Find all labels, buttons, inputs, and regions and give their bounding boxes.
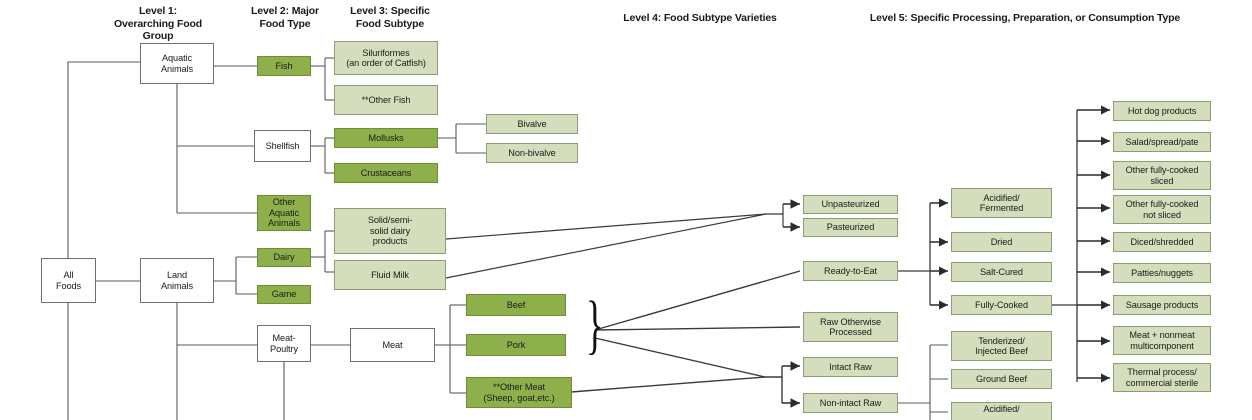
node-fully-cooked[interactable]: Fully-Cooked [951,295,1052,315]
node-pasteurized[interactable]: Pasteurized [803,218,898,237]
node-unpasteurized[interactable]: Unpasteurized [803,195,898,214]
node-thermal-process-commercial-sterile[interactable]: Thermal process/ commercial sterile [1113,363,1211,392]
node-shellfish[interactable]: Shellfish [254,130,311,162]
node-diced-shredded[interactable]: Diced/shredded [1113,232,1211,252]
node-salad-spread-pate[interactable]: Salad/spread/pate [1113,132,1211,152]
node-bivalve[interactable]: Bivalve [486,114,578,134]
node-raw-otherwise-processed[interactable]: Raw Otherwise Processed [803,312,898,342]
node-ready-to-eat[interactable]: Ready-to-Eat [803,261,898,281]
node-patties-nuggets[interactable]: Patties/nuggets [1113,263,1211,283]
node-acidified-fermented[interactable]: Acidified/ Fermented [951,188,1052,218]
node-other-meat[interactable]: **Other Meat (Sheep, goat,etc.) [466,377,572,408]
node-non-intact-raw[interactable]: Non-intact Raw [803,393,898,413]
node-siluriformes[interactable]: Siluriformes (an order of Catfish) [334,41,438,75]
node-other-fish[interactable]: **Other Fish [334,85,438,115]
node-acidified-bottom[interactable]: Acidified/ [951,402,1052,420]
node-non-bivalve[interactable]: Non-bivalve [486,143,578,163]
node-pork[interactable]: Pork [466,334,566,356]
meat-grouping-brace: } [586,288,604,361]
node-meat-nonmeat-multicomponent[interactable]: Meat + nonmeat multicomponent [1113,326,1211,355]
header-level3: Level 3: Specific Food Subtype [350,5,430,30]
node-other-aquatic-animals[interactable]: Other Aquatic Animals [257,195,311,231]
header-level5: Level 5: Specific Processing, Preparatio… [869,12,1181,24]
node-fish[interactable]: Fish [257,56,311,76]
node-fluid-milk[interactable]: Fluid Milk [334,260,446,290]
node-meat-poultry[interactable]: Meat- Poultry [257,325,311,362]
node-ground-beef[interactable]: Ground Beef [951,369,1052,389]
node-other-fully-cooked-not-sliced[interactable]: Other fully-cooked not sliced [1113,195,1211,224]
node-land-animals[interactable]: Land Animals [140,258,214,303]
header-level2: Level 2: Major Food Type [251,5,319,30]
node-aquatic-animals[interactable]: Aquatic Animals [140,43,214,84]
node-intact-raw[interactable]: Intact Raw [803,357,898,377]
node-all-foods[interactable]: All Foods [41,258,96,303]
node-solid-semisolid-dairy[interactable]: Solid/semi- solid dairy products [334,208,446,254]
node-dairy[interactable]: Dairy [257,248,311,267]
node-hot-dog-products[interactable]: Hot dog products [1113,101,1211,121]
node-salt-cured[interactable]: Salt-Cured [951,262,1052,282]
node-sausage-products[interactable]: Sausage products [1113,295,1211,315]
node-beef[interactable]: Beef [466,294,566,316]
node-tenderized-injected-beef[interactable]: Tenderized/ Injected Beef [951,331,1052,361]
node-meat[interactable]: Meat [350,328,435,362]
node-other-fully-cooked-sliced[interactable]: Other fully-cooked sliced [1113,161,1211,190]
header-level1: Level 1: Overarching Food Group [113,5,203,42]
node-mollusks[interactable]: Mollusks [334,128,438,148]
header-level4: Level 4: Food Subtype Varieties [623,12,777,24]
node-game[interactable]: Game [257,285,311,304]
node-dried[interactable]: Dried [951,232,1052,252]
node-crustaceans[interactable]: Crustaceans [334,163,438,183]
